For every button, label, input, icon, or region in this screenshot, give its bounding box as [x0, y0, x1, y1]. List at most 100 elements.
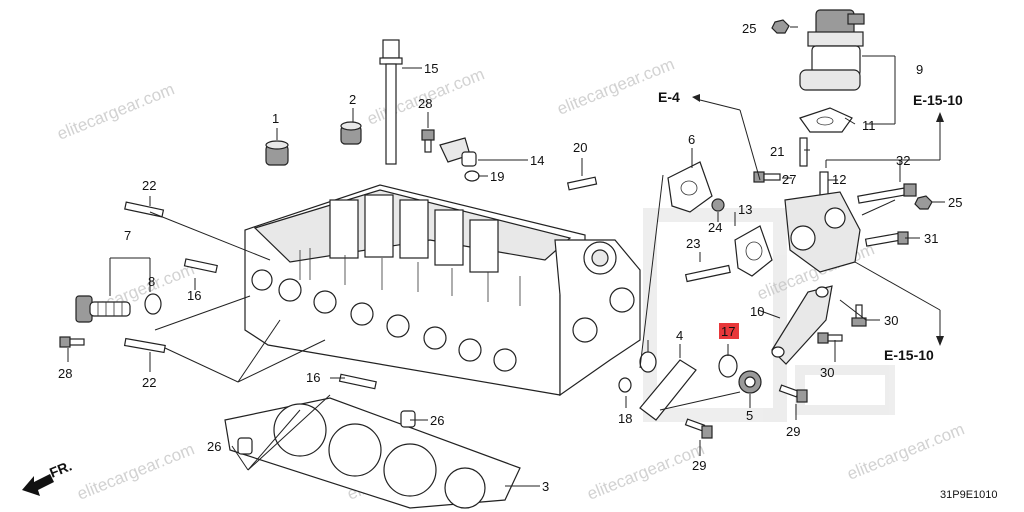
part-29-bolt: [778, 384, 808, 403]
part-label: 15: [424, 61, 438, 76]
part-24-nut: [711, 198, 725, 212]
watermark: elitecargear.com: [74, 439, 197, 503]
ref-label-e4: E-4: [658, 89, 680, 105]
part-18-o-ring: [618, 377, 632, 393]
part-8-o-ring: [144, 293, 162, 315]
watermark: elitecargear.com: [844, 419, 967, 483]
part-label: 18: [618, 411, 632, 426]
part-26-dowel: [237, 437, 253, 455]
reference-labels: E-4 E-15-10 E-15-10: [658, 89, 963, 363]
part-label: 26: [430, 413, 444, 428]
part-label: 30: [884, 313, 898, 328]
cam-tower: [434, 209, 464, 266]
cylinder-head: [244, 184, 641, 397]
part-11-gasket: [799, 107, 853, 133]
part-16-stud: [183, 258, 218, 274]
cam-tower: [364, 194, 394, 258]
part-label: 10: [750, 304, 764, 319]
egr-housing: [784, 191, 861, 273]
part-20-stud: [566, 176, 598, 191]
part-label-highlighted: 17: [721, 324, 735, 339]
part-label: 12: [832, 172, 846, 187]
part-label: 28: [58, 366, 72, 381]
part-label: 2: [349, 92, 356, 107]
part-label: 21: [770, 144, 784, 159]
part-19-o-ring: [464, 170, 480, 182]
arrow-icon: [936, 112, 944, 122]
part-23-stud: [684, 264, 731, 283]
part-13-gasket: [734, 225, 773, 277]
part-7-solenoid: [75, 295, 131, 323]
part-29-bolt: [684, 418, 713, 439]
front-arrow: FR.: [22, 457, 74, 496]
part-9-egr-valve: [799, 9, 865, 91]
watermark: elitecargear.com: [584, 439, 707, 503]
part-label: 25: [742, 21, 756, 36]
part-22-stud: [123, 337, 166, 354]
watermark: elitecargear.com: [54, 79, 177, 143]
part-1-plug: [265, 140, 289, 166]
part-label: 16: [187, 288, 201, 303]
part-label: 5: [746, 408, 753, 423]
part-26-dowel: [400, 410, 416, 428]
part-label: 20: [573, 140, 587, 155]
part-28-bolt: [421, 129, 435, 153]
part-label: 23: [686, 236, 700, 251]
diagram-code: 31P9E1010: [940, 489, 998, 501]
part-28-bolt: [59, 336, 85, 348]
part-label: 25: [948, 195, 962, 210]
part-label: 6: [688, 132, 695, 147]
part-label: 13: [738, 202, 752, 217]
part-label: 22: [142, 375, 156, 390]
part-label: 9: [916, 62, 923, 77]
part-17-o-ring: [718, 354, 738, 378]
cam-tower: [399, 199, 429, 259]
part-label: 14: [530, 153, 544, 168]
part-4-gasket: [639, 359, 697, 421]
part-30-bolt: [851, 304, 867, 327]
ref-label-e15-10-top: E-15-10: [913, 92, 963, 108]
part-label: 19: [490, 169, 504, 184]
part-label: 11: [862, 118, 876, 133]
part-25-nut: [771, 19, 790, 34]
part-label: 32: [896, 153, 910, 168]
ref-label-e15-10-bottom: E-15-10: [884, 347, 934, 363]
part-32-bolt: [857, 183, 917, 204]
arrow-icon: [692, 94, 700, 102]
part-15-head-bolt: [379, 39, 403, 165]
part-label: 7: [124, 228, 131, 243]
cam-tower: [329, 199, 359, 259]
part-18-o-ring: [639, 351, 657, 373]
part-label: 22: [142, 178, 156, 193]
cam-tower: [469, 219, 499, 273]
part-10-bracket: [771, 285, 833, 365]
highlight-box: [719, 323, 739, 339]
part-2-plug: [340, 121, 362, 145]
watermark: elitecargear.com: [554, 54, 677, 118]
part-label: 30: [820, 365, 834, 380]
part-30-bolt: [817, 332, 843, 344]
front-arrow-icon: [22, 474, 54, 496]
part-6-gasket: [667, 161, 713, 213]
arrow-icon: [936, 336, 944, 346]
part-label: 4: [676, 328, 683, 343]
part-label: 27: [782, 172, 796, 187]
part-14-sensor: [439, 137, 477, 167]
leader-lines: [67, 26, 945, 487]
part-label: 1: [272, 111, 279, 126]
part-label: 31: [924, 231, 938, 246]
part-label: 24: [708, 220, 722, 235]
part-label: 16: [306, 370, 320, 385]
head-gasket: [224, 397, 521, 509]
part-labels: 1 2 3 4 5 6 7 8 9 10 11 12 13 14 15 16 1…: [58, 21, 962, 494]
part-label: 29: [786, 424, 800, 439]
part-16-stud: [338, 373, 377, 390]
part-label: 28: [418, 96, 432, 111]
part-21-stud: [799, 137, 808, 167]
part-label: 3: [542, 479, 549, 494]
part-31-bolt: [864, 231, 909, 247]
front-label: FR.: [47, 457, 74, 480]
part-label: 29: [692, 458, 706, 473]
part-label: 8: [148, 274, 155, 289]
